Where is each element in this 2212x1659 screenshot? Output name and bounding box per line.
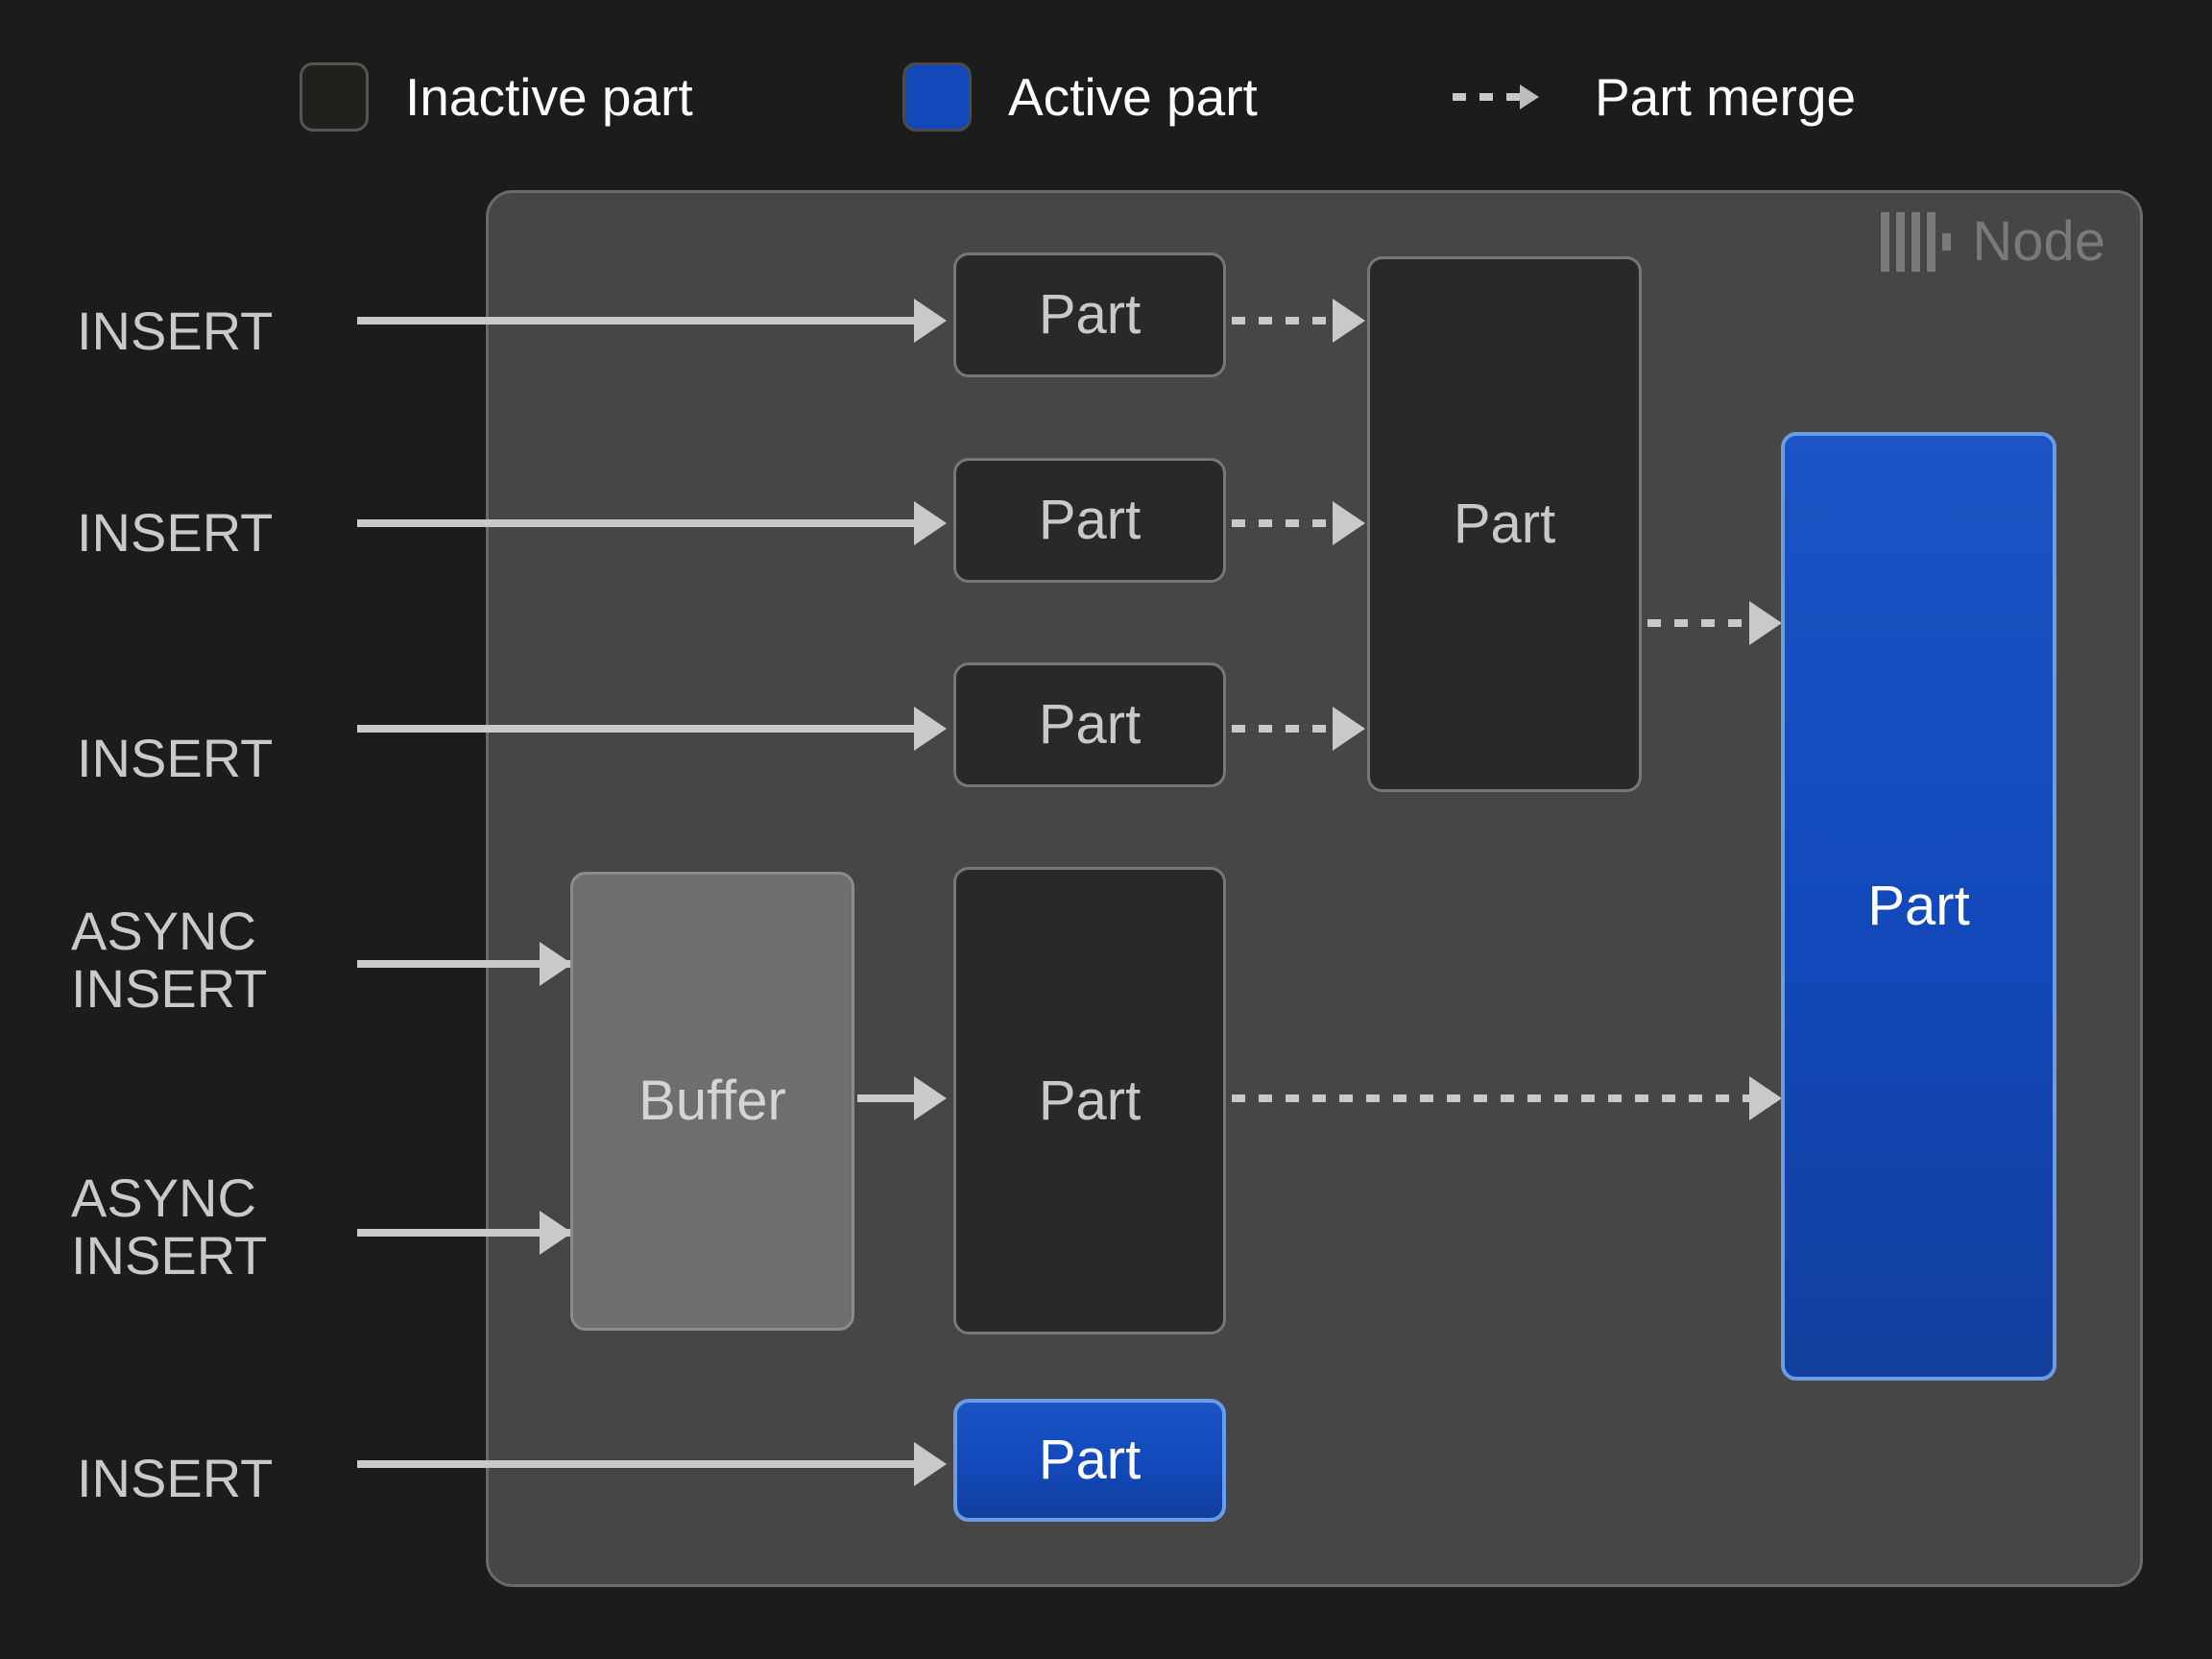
arrow-insert-4 (357, 1460, 924, 1468)
source-label-insert-4: INSERT (77, 1448, 274, 1508)
source-label-insert-2: INSERT (77, 502, 274, 563)
arrow-insert-2 (357, 519, 924, 527)
arrow-async-insert-1 (357, 960, 588, 968)
legend-label-part-merge: Part merge (1595, 66, 1857, 127)
part-box-label: Part (1038, 693, 1142, 756)
part-box-bottom-active[interactable]: Part (953, 1399, 1226, 1522)
legend-item-part-merge: Part merge (1453, 54, 1856, 140)
merge-arrow-2 (1232, 519, 1337, 527)
part-box-col1-1[interactable]: Part (953, 252, 1226, 377)
arrow-insert-1 (357, 317, 924, 325)
arrow-head-insert-1 (914, 299, 947, 343)
dashed-arrow-icon (1453, 84, 1558, 109)
legend-item-inactive-part: Inactive part (300, 54, 693, 140)
arrow-buffer-to-part (857, 1094, 926, 1102)
source-label-async-insert-1: ASYNC INSERT (71, 901, 268, 1019)
node-label: Node (1972, 210, 2105, 273)
part-box-label: Part (1038, 283, 1142, 346)
merge-arrow-head-5 (1749, 1076, 1782, 1120)
legend-label-active-part: Active part (1008, 66, 1258, 127)
arrow-head-async-insert-2 (540, 1211, 572, 1255)
merge-arrow-head-2 (1333, 501, 1365, 545)
arrow-head-insert-2 (914, 501, 947, 545)
source-label-insert-1: INSERT (77, 301, 274, 361)
merge-arrow-4 (1647, 619, 1753, 627)
arrow-async-insert-2 (357, 1229, 588, 1237)
merge-arrow-head-1 (1333, 299, 1365, 343)
legend-item-active-part: Active part (902, 54, 1258, 140)
part-box-label: Part (1453, 493, 1556, 555)
arrow-insert-3 (357, 725, 924, 733)
merge-arrow-1 (1232, 317, 1337, 325)
legend: Inactive part Active part Part merge (0, 54, 2212, 140)
part-box-label: Part (1867, 875, 1970, 937)
arrow-head-async-insert-1 (540, 942, 572, 986)
merge-arrow-head-4 (1749, 601, 1782, 645)
part-box-final-active[interactable]: Part (1781, 432, 2056, 1381)
part-box-async[interactable]: Part (953, 867, 1226, 1334)
node-tag: Node (1881, 212, 2105, 272)
part-box-label: Part (1038, 1069, 1142, 1132)
active-part-swatch-icon (902, 62, 972, 132)
arrow-head-buffer-to-part (914, 1076, 947, 1120)
buffer-box[interactable]: Buffer (570, 872, 854, 1331)
buffer-box-label: Buffer (638, 1070, 786, 1132)
part-box-col1-3[interactable]: Part (953, 662, 1226, 787)
merge-arrow-3 (1232, 725, 1337, 733)
part-box-merged[interactable]: Part (1367, 256, 1642, 792)
part-box-col1-2[interactable]: Part (953, 458, 1226, 583)
part-box-label: Part (1038, 489, 1142, 551)
source-label-async-insert-2: ASYNC INSERT (71, 1167, 268, 1286)
inactive-part-swatch-icon (300, 62, 369, 132)
merge-arrow-head-3 (1333, 707, 1365, 751)
arrow-head-insert-4 (914, 1442, 947, 1486)
legend-label-inactive-part: Inactive part (405, 66, 693, 127)
source-label-insert-3: INSERT (77, 728, 274, 788)
arrow-head-insert-3 (914, 707, 947, 751)
merge-arrow-5 (1232, 1094, 1755, 1102)
clickhouse-logo-icon (1881, 212, 1952, 272)
part-box-label: Part (1038, 1429, 1142, 1491)
